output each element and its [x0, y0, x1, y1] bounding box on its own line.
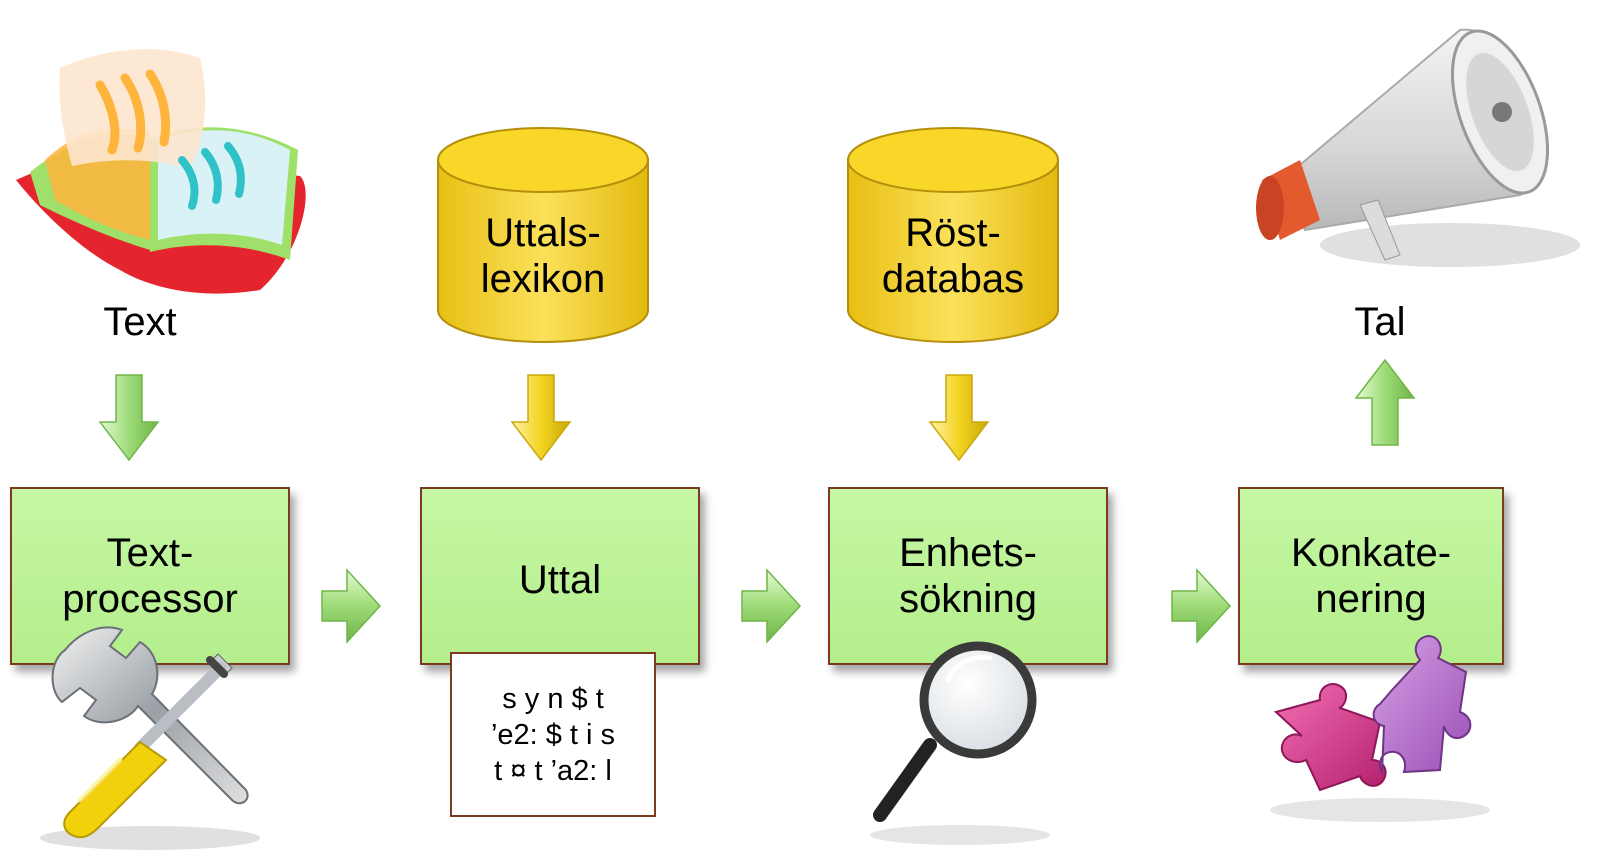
megaphone-icon	[1256, 28, 1580, 267]
puzzle-pieces-icon	[1270, 634, 1490, 822]
database-label-2: Röst- databas	[881, 211, 1025, 301]
arrow-right-3	[1171, 568, 1232, 644]
input-label: Text	[103, 300, 177, 344]
arrow-up-speech	[1354, 358, 1416, 446]
transcription-box: s y n $ t ’e2: $ t i s t ¤ t ’a2: l	[450, 652, 656, 817]
arrow-down-text	[98, 374, 160, 462]
database-label-1: Uttals- lexikon	[480, 211, 606, 301]
database-rostdatabas-icon	[847, 127, 1059, 343]
arrow-down-lexicon	[510, 374, 572, 462]
arrow-right-2	[741, 568, 802, 644]
output-label: Tal	[1354, 300, 1406, 344]
wrench-screwdriver-icon	[40, 626, 260, 850]
arrow-right-1	[321, 568, 382, 644]
open-book-icon	[16, 49, 306, 294]
arrow-down-database	[928, 374, 990, 462]
magnifier-icon	[870, 641, 1050, 845]
database-uttalslexikon-icon	[437, 127, 649, 343]
step-uttal: Uttal	[420, 487, 700, 665]
step-textprocessor: Text- processor	[10, 487, 290, 665]
step-enhetssokning: Enhets- sökning	[828, 487, 1108, 665]
step-konkatenering: Konkate- nering	[1238, 487, 1504, 665]
